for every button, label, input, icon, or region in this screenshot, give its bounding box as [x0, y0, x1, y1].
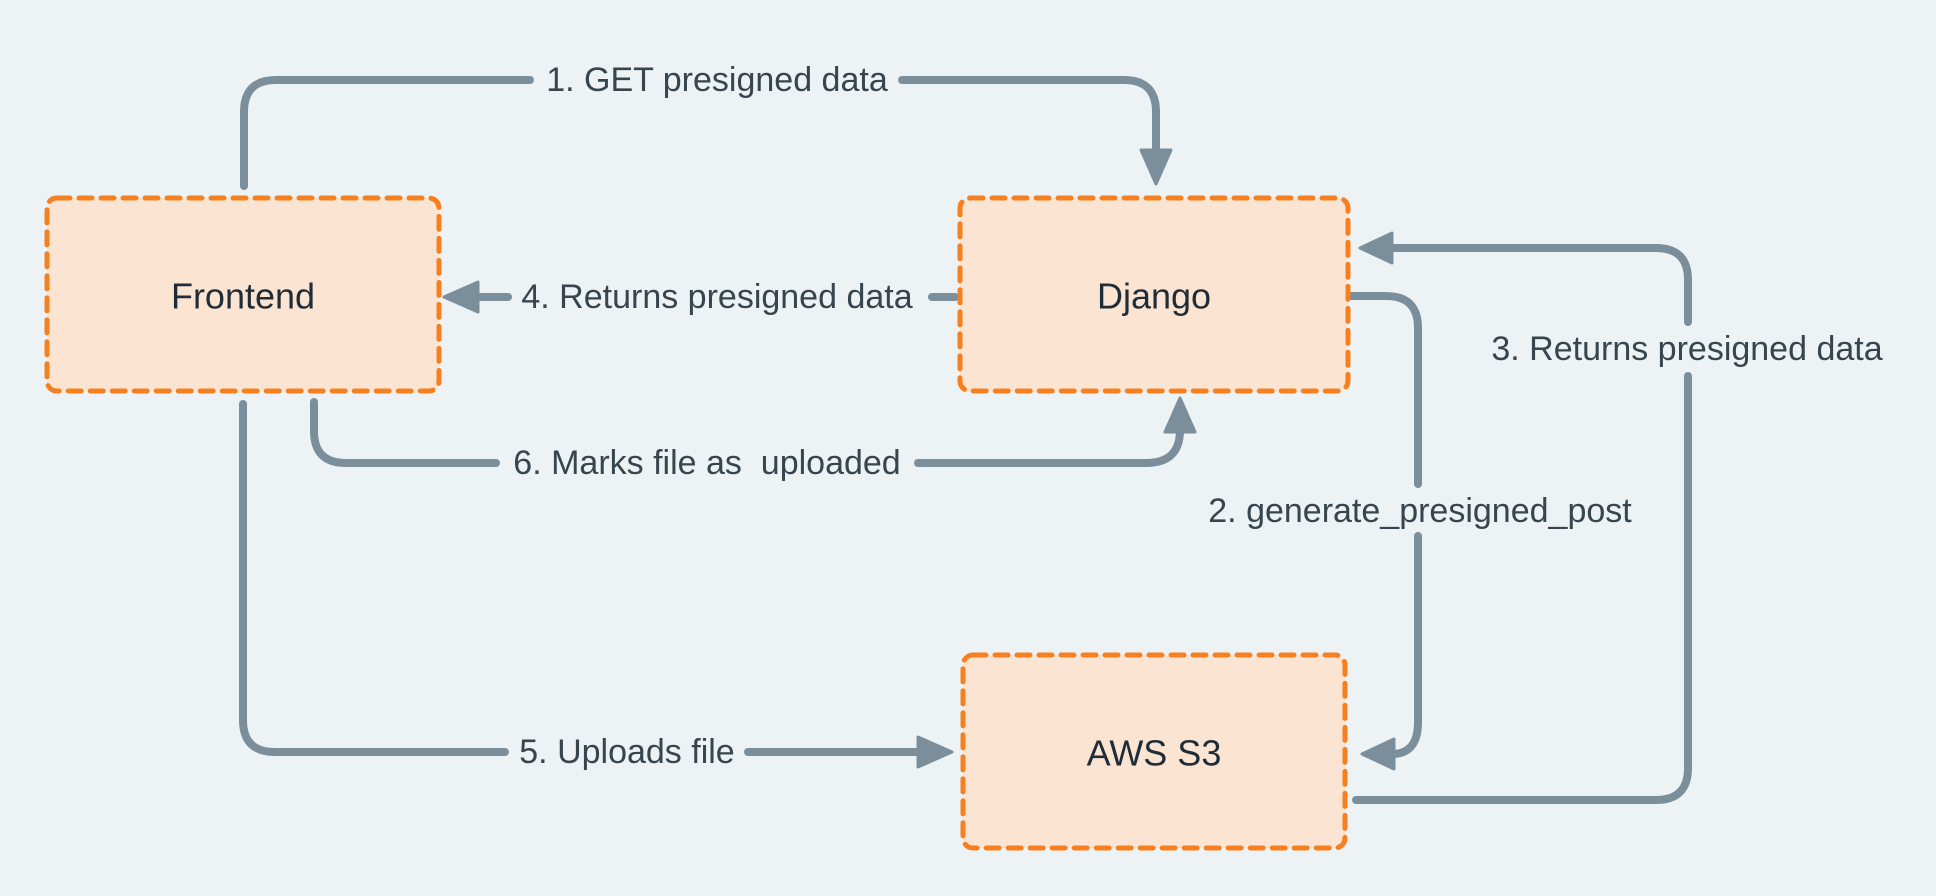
edge-2-arrowhead-left-icon	[1360, 737, 1396, 771]
edge-returns-presigned-data-to-frontend: 4. Returns presigned data	[442, 278, 959, 316]
edge-2-line-top	[1348, 292, 1422, 488]
edge-3-line-top	[1388, 244, 1692, 326]
edge-generate-presigned-post: 2. generate_presigned_post	[1208, 292, 1632, 771]
node-frontend: Frontend	[44, 195, 442, 394]
edge-1-label: 1. GET presigned data	[546, 61, 888, 99]
edge-1-line-right	[898, 76, 1160, 154]
edge-4-label: 4. Returns presigned data	[521, 278, 912, 316]
node-django-label: Django	[1097, 276, 1211, 317]
node-aws-s3-box	[960, 652, 1348, 851]
edge-6-line-right	[914, 426, 1184, 467]
edge-1-line-left	[240, 76, 534, 190]
node-aws-s3-label: AWS S3	[1087, 733, 1222, 774]
edge-4-arrowhead-left-icon	[442, 280, 480, 314]
edge-uploads-file: 5. Uploads file	[239, 400, 954, 771]
edge-2-label: 2. generate_presigned_post	[1208, 492, 1632, 530]
node-django: Django	[957, 195, 1351, 394]
edge-5-line-left	[239, 400, 509, 756]
edge-marks-file-uploaded: 6. Marks file as uploaded	[310, 396, 1197, 482]
edge-2-line-bottom	[1388, 532, 1422, 758]
node-django-box	[957, 195, 1351, 394]
edge-6-label: 6. Marks file as uploaded	[513, 444, 900, 482]
edge-get-presigned-data: 1. GET presigned data	[240, 61, 1173, 190]
edge-returns-presigned-data-to-django: 3. Returns presigned data	[1352, 231, 1883, 804]
node-aws-s3: AWS S3	[960, 652, 1348, 851]
edge-5-label: 5. Uploads file	[519, 733, 734, 771]
edge-6-arrowhead-up-icon	[1163, 396, 1197, 434]
edge-6-line-left	[310, 398, 500, 467]
edge-3-arrowhead-left-icon	[1358, 231, 1394, 265]
edge-3-line-bottom	[1352, 372, 1692, 804]
node-frontend-box	[44, 195, 442, 394]
edge-3-label: 3. Returns presigned data	[1491, 330, 1882, 368]
edge-1-arrowhead-down-icon	[1139, 148, 1173, 186]
node-frontend-label: Frontend	[171, 276, 315, 317]
edge-5-arrowhead-right-icon	[916, 735, 954, 769]
